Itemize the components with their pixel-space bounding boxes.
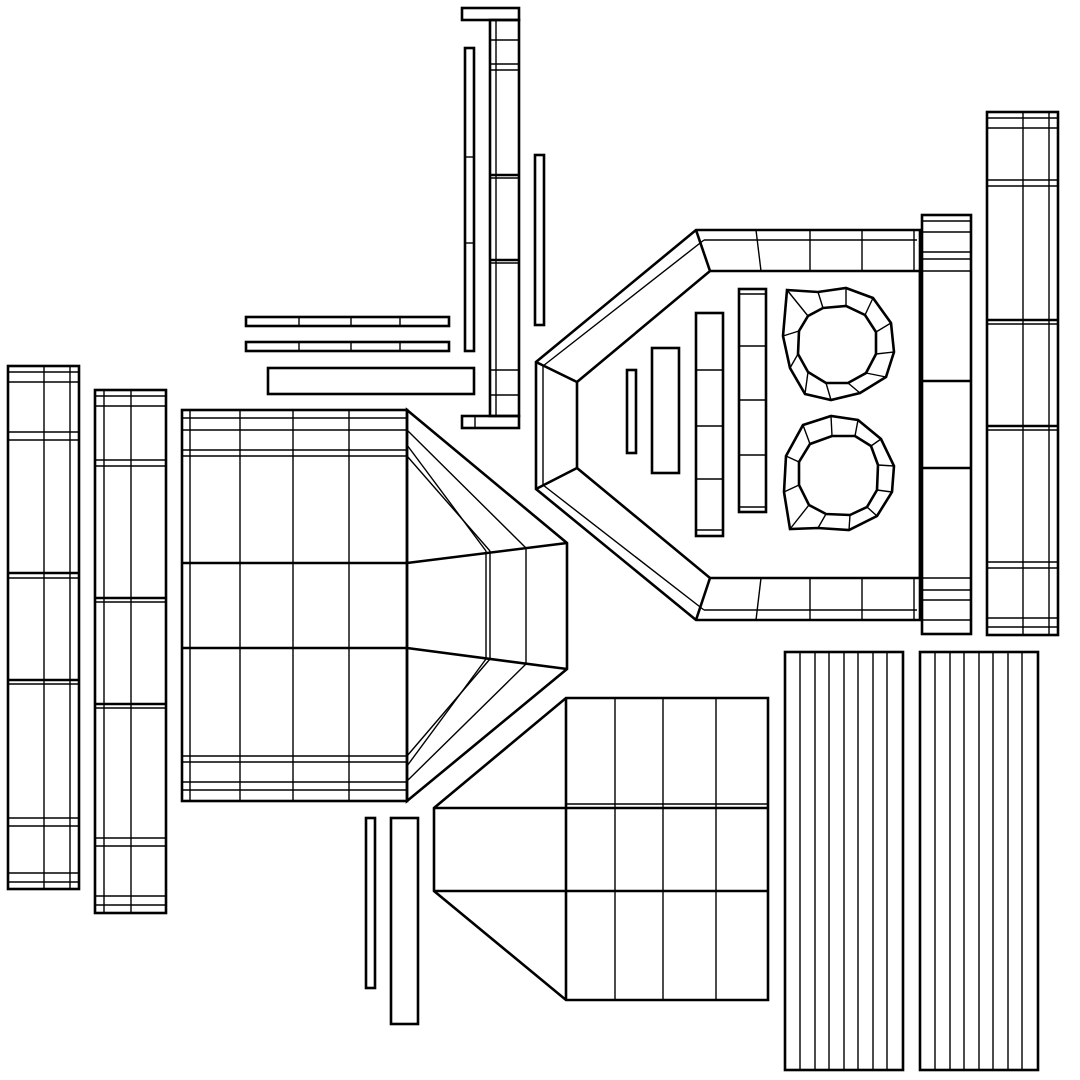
porthole-window-bottom bbox=[782, 414, 896, 532]
house-side-left-block bbox=[180, 408, 409, 803]
top-small-vertical-bars bbox=[463, 46, 546, 353]
porthole-window-top bbox=[781, 286, 896, 402]
house-side-left-gable bbox=[405, 407, 569, 804]
top-vertical-frame bbox=[460, 6, 521, 430]
house-front-panel bbox=[534, 228, 922, 622]
left-tall-strip-b bbox=[93, 388, 168, 915]
bottom-center-panel bbox=[432, 696, 770, 1002]
front-panel-windows bbox=[625, 287, 768, 538]
thin-horizontal-bars bbox=[244, 315, 476, 396]
bottom-left-small-bars bbox=[364, 816, 420, 1026]
left-tall-strip-a bbox=[6, 364, 81, 891]
front-panel-right-pillar bbox=[920, 213, 973, 636]
right-tall-strip bbox=[985, 110, 1060, 637]
bottom-right-planks-a bbox=[783, 650, 905, 1072]
bottom-right-planks-b bbox=[918, 650, 1040, 1072]
